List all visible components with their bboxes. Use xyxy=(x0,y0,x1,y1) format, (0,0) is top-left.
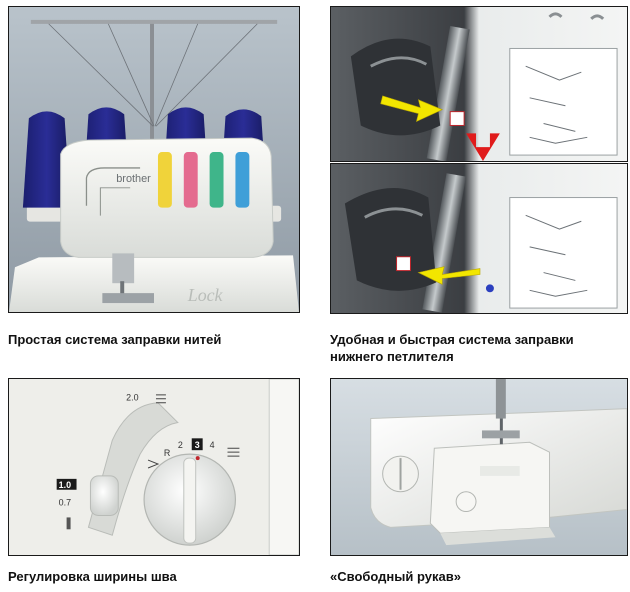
threading-photo: brother Lock xyxy=(8,6,300,313)
yellow-arrow xyxy=(417,266,481,285)
width-mark-3: 3 xyxy=(195,440,200,450)
length-mark-0-7: 0.7 xyxy=(59,498,71,508)
width-mark-r: R xyxy=(164,448,171,458)
stitch-symbol-icon xyxy=(227,447,240,457)
width-mark-2: 2 xyxy=(178,440,183,450)
tension-dials xyxy=(157,152,250,208)
yellow-arrow xyxy=(380,95,443,123)
length-mark-1-0: 1.0 xyxy=(59,480,71,490)
stitch-width-photo: 2.0 1.0 0.7 R 2 3 4 xyxy=(8,378,300,556)
dial-green xyxy=(209,152,224,208)
brand-label: brother xyxy=(116,173,151,185)
dial-blue xyxy=(235,152,250,208)
caption-lower-looper-line-1: Удобная и быстрая система заправки xyxy=(330,332,574,347)
red-down-arrow xyxy=(466,133,500,161)
caption-lower-looper-line-2: нижнего петлителя xyxy=(330,349,454,364)
dial-pink xyxy=(183,152,198,208)
width-mark-4: 4 xyxy=(210,440,215,450)
lower-looper-photo-bottom xyxy=(330,163,628,314)
length-mark-2-0: 2.0 xyxy=(126,393,138,403)
dial-yellow xyxy=(157,152,172,208)
caption-lower-looper: Удобная и быстрая система заправки нижне… xyxy=(330,331,574,365)
thread-cone xyxy=(22,111,71,208)
stitch-symbol-icon xyxy=(155,394,166,404)
stitch-length-lever[interactable] xyxy=(89,475,119,516)
caption-threading: Простая система заправки нитей xyxy=(8,332,222,347)
free-arm-photo xyxy=(330,378,628,556)
model-script: Lock xyxy=(187,285,224,305)
stitch-symbol-icon xyxy=(147,459,160,469)
lower-looper-photo-top xyxy=(330,6,628,162)
caption-free-arm: «Свободный рукав» xyxy=(330,569,461,584)
caption-stitch-width: Регулировка ширины шва xyxy=(8,569,177,584)
